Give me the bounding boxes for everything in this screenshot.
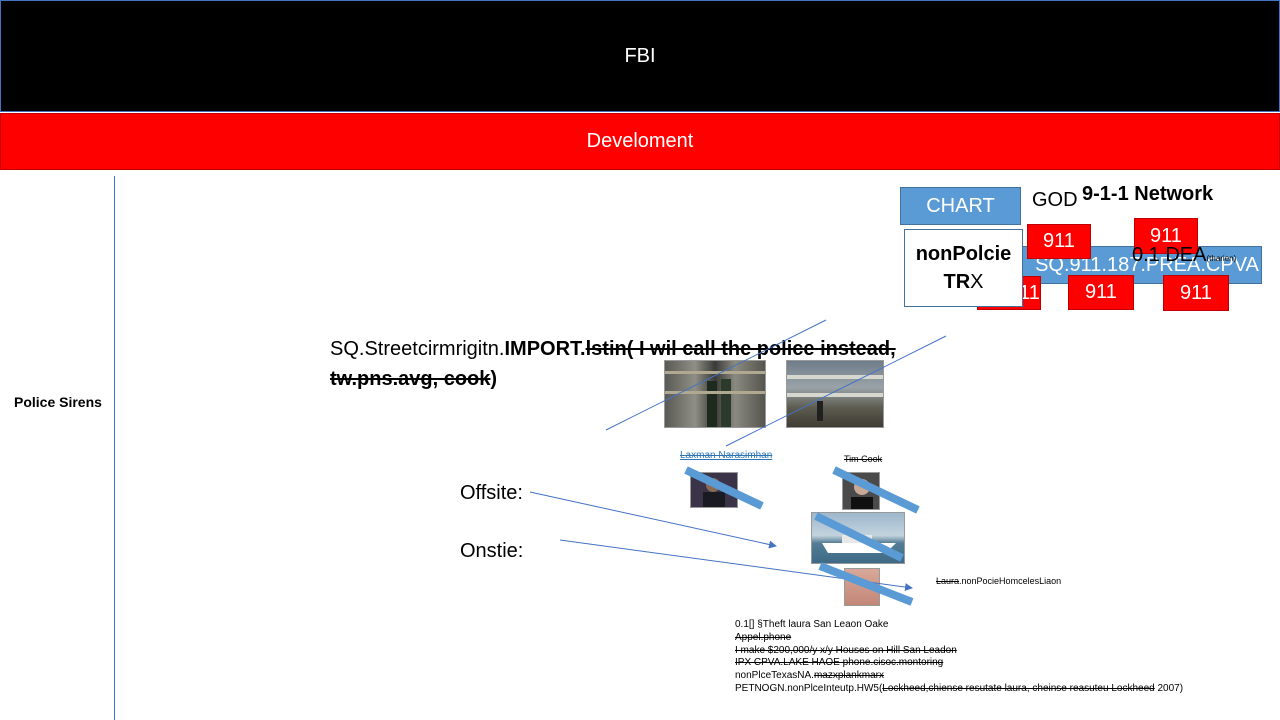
- note-line: Appel.phone: [735, 631, 792, 643]
- note-line: IPX CPVA.LAKE HAOE phone.cisoc.montoring: [735, 657, 944, 669]
- sidebar-label: Police Sirens: [14, 394, 102, 410]
- god-label: GOD: [1032, 189, 1078, 211]
- badge-911: 911: [1027, 224, 1091, 259]
- prison-photo-tiers: [787, 375, 883, 421]
- laura-label: Laura.nonPocieHomcelesLiaon: [936, 576, 1062, 586]
- dea-label: 0.1 DEA(tharien): [1132, 244, 1237, 266]
- prison-photo-figures: [665, 371, 765, 427]
- code-statement: SQ.Streetcirmrigitn.IMPORT.lstin( I wil …: [330, 338, 896, 390]
- header-title: FBI: [624, 44, 656, 67]
- note-line: 0.1[] §Theft laura San Leaon Oake: [735, 619, 889, 630]
- connector-line: [725, 335, 947, 447]
- notes-block: 0.1[] §Theft laura San Leaon Oake Appel.…: [735, 619, 1255, 696]
- strike-bar: [814, 512, 904, 562]
- sq-label: SQ.911.187.PREA.CPVA: [1035, 253, 1259, 276]
- note-line: nonPlceTexasNA.mazxplankmarx: [735, 670, 884, 682]
- sidebar-divider: [114, 176, 115, 720]
- offsite-arrow: [529, 491, 777, 549]
- subheader-title: Develoment: [586, 130, 694, 152]
- strike-bar: [818, 562, 914, 606]
- chart-box: CHART: [900, 187, 1021, 225]
- offsite-label: Offsite:: [460, 482, 523, 504]
- name-tim: Tim Cook: [844, 454, 883, 464]
- badge-911: 911: [1134, 218, 1198, 254]
- name-laxman[interactable]: Laxman Narasimhan: [680, 450, 773, 461]
- note-line: PETNOGN.nonPlceInteutp.HW5(Lockheed,chie…: [735, 682, 1184, 694]
- onsite-label: Onstie:: [460, 540, 524, 562]
- connector-line: [605, 319, 827, 431]
- network-title: 9-1-1 Network: [1082, 183, 1214, 205]
- note-line: I make $200,000/y x/y Houses on Hill San…: [735, 644, 957, 656]
- badge-911: 911: [1163, 275, 1229, 311]
- strike-bar: [832, 466, 920, 514]
- chart-label: CHART: [926, 194, 995, 217]
- badge-911: 911: [1068, 275, 1134, 310]
- prison-photo-1: [664, 360, 766, 428]
- header-bar: FBI: [0, 0, 1280, 112]
- subheader-bar: Develoment: [0, 113, 1280, 170]
- nonpolice-box: nonPolcie TRX: [904, 229, 1023, 307]
- prison-photo-2: [786, 360, 884, 428]
- strike-bar: [684, 466, 764, 510]
